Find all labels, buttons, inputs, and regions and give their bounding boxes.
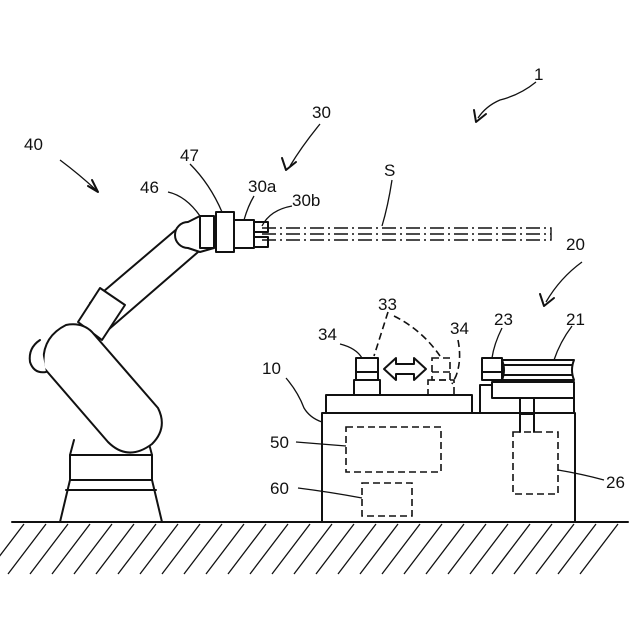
ground-hatch-line <box>228 524 266 574</box>
label-robot: 40 <box>24 135 43 154</box>
ground-hatch-line <box>382 524 420 574</box>
ground-hatch-line <box>580 524 618 574</box>
ground-hatch-line <box>448 524 486 574</box>
robot-base <box>60 455 162 522</box>
label-table: 21 <box>566 310 585 329</box>
ground-hatch-line <box>96 524 134 574</box>
label-joint: 46 <box>140 178 159 197</box>
flange <box>216 212 234 252</box>
label-system: 1 <box>534 65 543 84</box>
label-base: 10 <box>262 359 281 378</box>
chuck-right-dashed <box>428 358 454 395</box>
workpiece-bar <box>262 228 551 240</box>
double-arrow <box>384 358 426 380</box>
base-body <box>322 413 575 522</box>
label-unit: 60 <box>270 479 289 498</box>
label-gripper-a: 30a <box>248 177 277 196</box>
ground-hatch-line <box>536 524 574 574</box>
label-chuck-left: 34 <box>318 325 337 344</box>
label-flange: 47 <box>180 146 199 165</box>
ground-hatch-line <box>162 524 200 574</box>
robot-arm <box>30 212 268 522</box>
ground-hatch-line <box>118 524 156 574</box>
ground-hatch-line <box>360 524 398 574</box>
label-clamp: 23 <box>494 310 513 329</box>
robot-lower-arm <box>43 324 161 452</box>
table <box>502 360 574 380</box>
ground <box>0 522 628 574</box>
wrist-segment <box>200 216 214 248</box>
table-plate <box>492 382 574 398</box>
ground-hatch-line <box>558 524 596 574</box>
chuck-left <box>354 358 380 395</box>
ground-hatch-line <box>250 524 288 574</box>
ground-hatch-line <box>338 524 376 574</box>
ground-hatch-line <box>514 524 552 574</box>
ground-hatch-line <box>316 524 354 574</box>
ground-hatch-line <box>140 524 178 574</box>
ground-hatch-line <box>74 524 112 574</box>
gripper-body <box>234 220 254 248</box>
base-top-plate <box>326 395 472 413</box>
ground-hatch-line <box>30 524 68 574</box>
label-workpiece: S <box>384 161 395 180</box>
clamp <box>482 358 502 380</box>
ground-hatch-line <box>52 524 90 574</box>
label-drive: 26 <box>606 473 625 492</box>
label-controller: 50 <box>270 433 289 452</box>
ground-hatch-line <box>470 524 508 574</box>
ground-hatch-line <box>206 524 244 574</box>
label-gripper: 30 <box>312 103 331 122</box>
label-station: 20 <box>566 235 585 254</box>
ground-hatch-line <box>492 524 530 574</box>
gripper-finger-b <box>254 237 268 247</box>
label-chuck-right: 34 <box>450 319 469 338</box>
ground-hatch-line <box>294 524 332 574</box>
ground-hatch-line <box>272 524 310 574</box>
ground-hatch-line <box>0 524 24 574</box>
label-chucks: 33 <box>378 295 397 314</box>
ground-hatch-line <box>426 524 464 574</box>
ground-hatch-line <box>184 524 222 574</box>
gripper-finger-a <box>254 222 268 232</box>
ground-hatch-line <box>404 524 442 574</box>
label-gripper-b: 30b <box>292 191 320 210</box>
ground-hatch-line <box>8 524 46 574</box>
